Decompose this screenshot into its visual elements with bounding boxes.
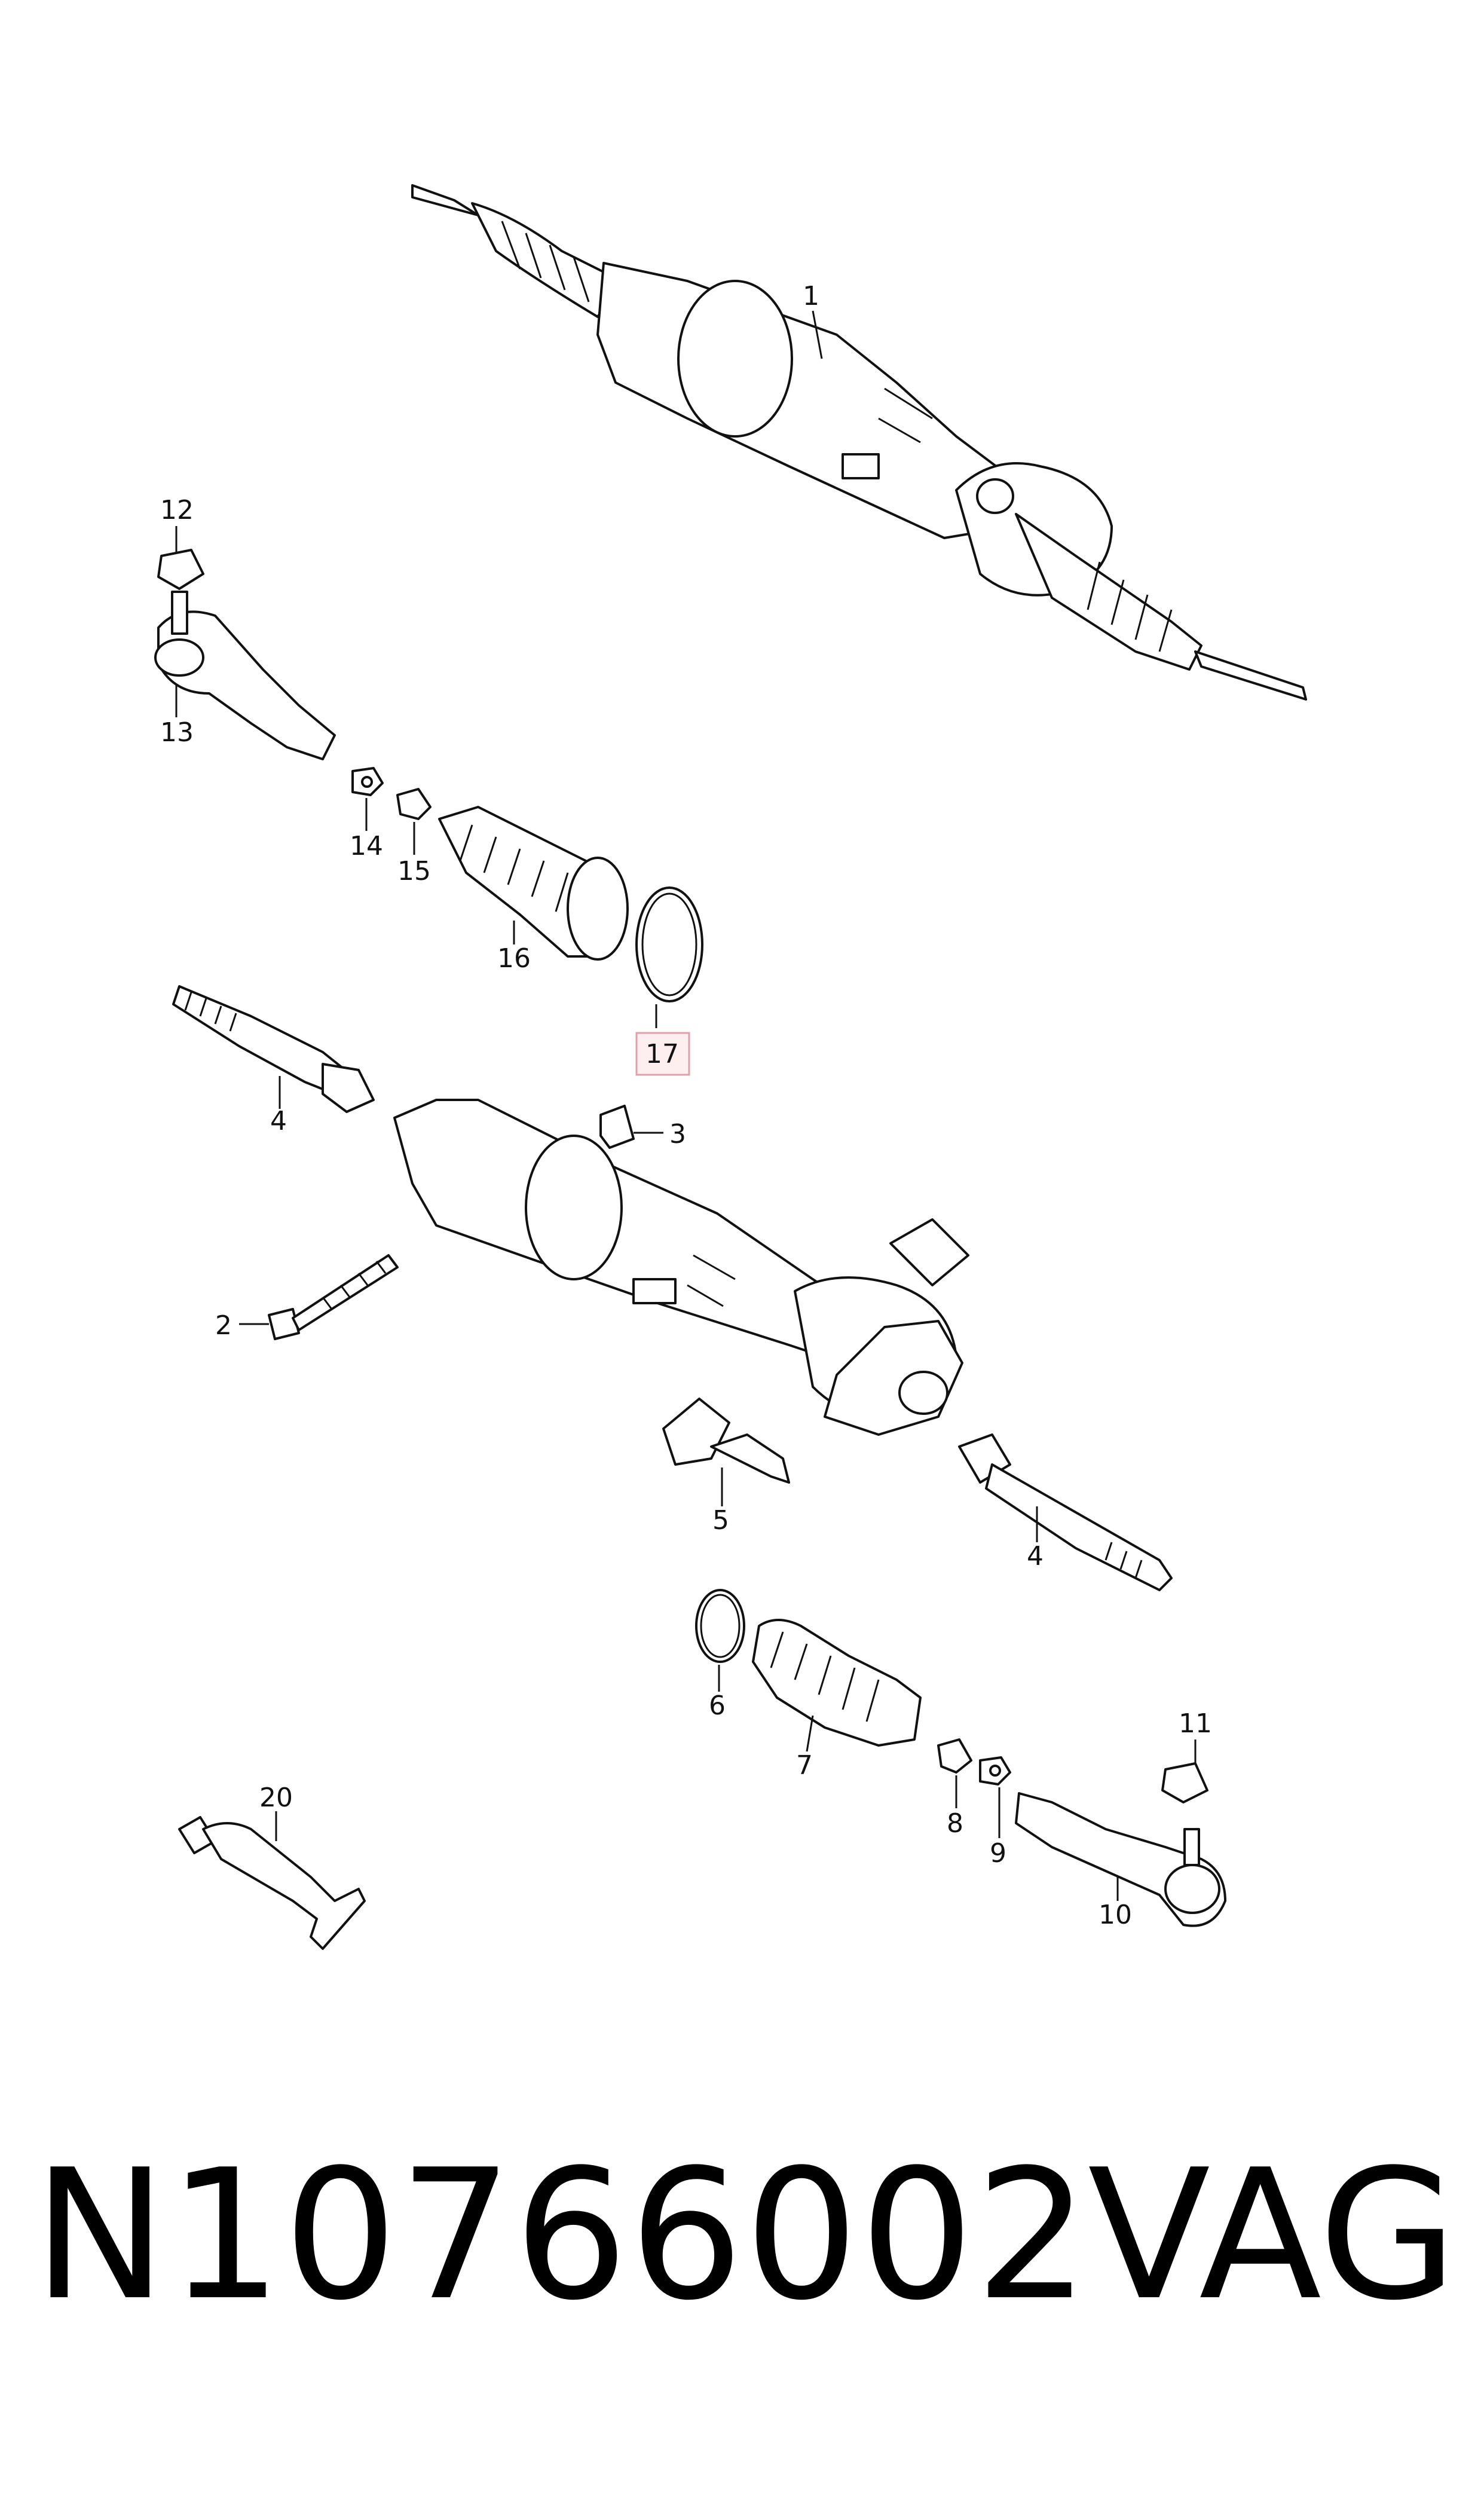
callout-6: 6 — [709, 1690, 726, 1721]
clamp-6 — [695, 1589, 745, 1663]
callout-4-left: 4 — [270, 1106, 287, 1136]
steering-rack-upper — [411, 184, 1307, 701]
nut-and-clip-upper — [351, 767, 432, 820]
callout-4-right: 4 — [1027, 1541, 1044, 1572]
bolt-2 — [268, 1254, 399, 1340]
part-number: N10766002 — [33, 2131, 1091, 2340]
callout-2: 2 — [215, 1310, 232, 1341]
callout-5: 5 — [712, 1505, 729, 1536]
tie-rod-end-lower — [1015, 1762, 1226, 1927]
tie-rod-end-upper — [154, 549, 336, 760]
callout-labels: 1 2 3 4 4 5 6 7 8 9 10 11 12 13 14 15 16… — [160, 281, 1212, 1930]
callout-15: 15 — [397, 856, 431, 886]
inner-tie-rod-right — [958, 1433, 1173, 1591]
brand-name: VAG — [1088, 2131, 1458, 2340]
clip-and-nut-lower — [937, 1738, 1011, 1786]
callout-9: 9 — [990, 1838, 1006, 1869]
callout-8: 8 — [947, 1808, 963, 1839]
callout-1: 1 — [803, 281, 819, 311]
callout-12: 12 — [160, 495, 194, 525]
boot-upper — [438, 806, 629, 961]
callout-7: 7 — [796, 1750, 813, 1781]
callout-11: 11 — [1179, 1708, 1212, 1739]
callout-10: 10 — [1099, 1900, 1132, 1930]
callout-13: 13 — [160, 717, 194, 748]
highlight-box-17 — [635, 1032, 690, 1076]
callout-20: 20 — [259, 1783, 293, 1813]
callout-17: 17 — [645, 1039, 679, 1069]
callout-16: 16 — [497, 943, 531, 974]
callout-3: 3 — [669, 1119, 686, 1150]
spacer-3 — [599, 1105, 635, 1149]
exploded-parts-diagram: 1 2 3 4 4 5 6 7 8 9 10 11 12 13 14 15 16… — [154, 184, 1307, 1950]
steering-rack-lower — [393, 1099, 969, 1436]
boot-lower — [752, 1619, 922, 1747]
leader-lines — [175, 310, 1197, 1901]
inner-tie-rod-left — [172, 985, 375, 1113]
callout-14: 14 — [350, 831, 383, 861]
connector-5 — [662, 1398, 790, 1484]
grease-tube-20 — [178, 1816, 366, 1950]
clamp-17 — [635, 886, 703, 1002]
